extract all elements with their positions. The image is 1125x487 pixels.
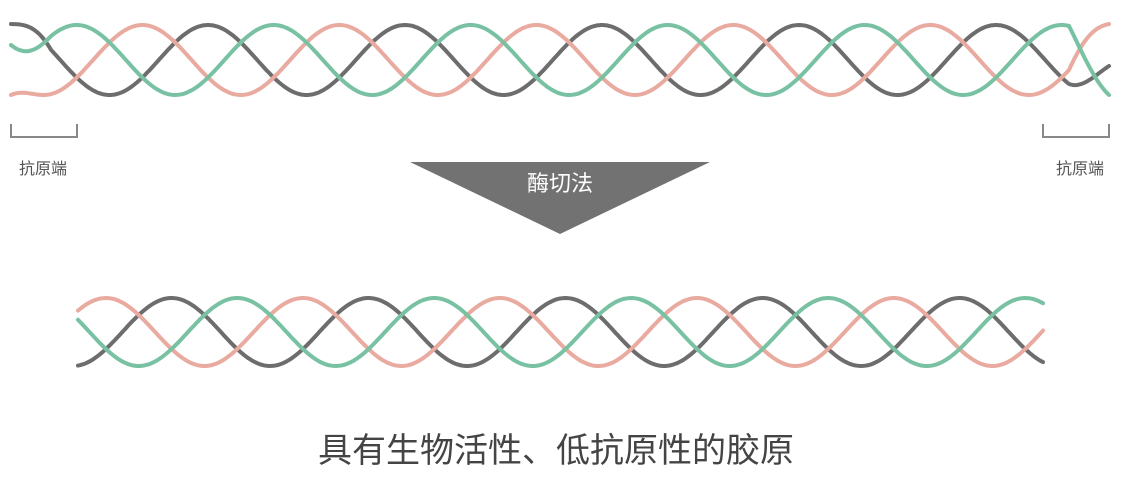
right-end-bracket-icon (1042, 124, 1110, 138)
atelocollagen-triple-helix (76, 295, 1045, 369)
process-label: 酶切法 (527, 172, 593, 197)
strand-pink (76, 295, 1045, 369)
right-end-label: 抗原端 (1056, 159, 1104, 178)
strand-green (9, 23, 1111, 98)
down-triangle-icon (410, 162, 710, 234)
full-collagen-triple-helix (9, 22, 1111, 98)
strand-dark (76, 295, 1045, 369)
strand-dark (9, 22, 1111, 97)
strand-green (76, 295, 1045, 369)
strand-pink (9, 22, 1111, 98)
left-end-bracket-icon (10, 124, 78, 138)
left-end-label: 抗原端 (19, 159, 67, 178)
caption: 具有生物活性、低抗原性的胶原 (318, 431, 794, 471)
